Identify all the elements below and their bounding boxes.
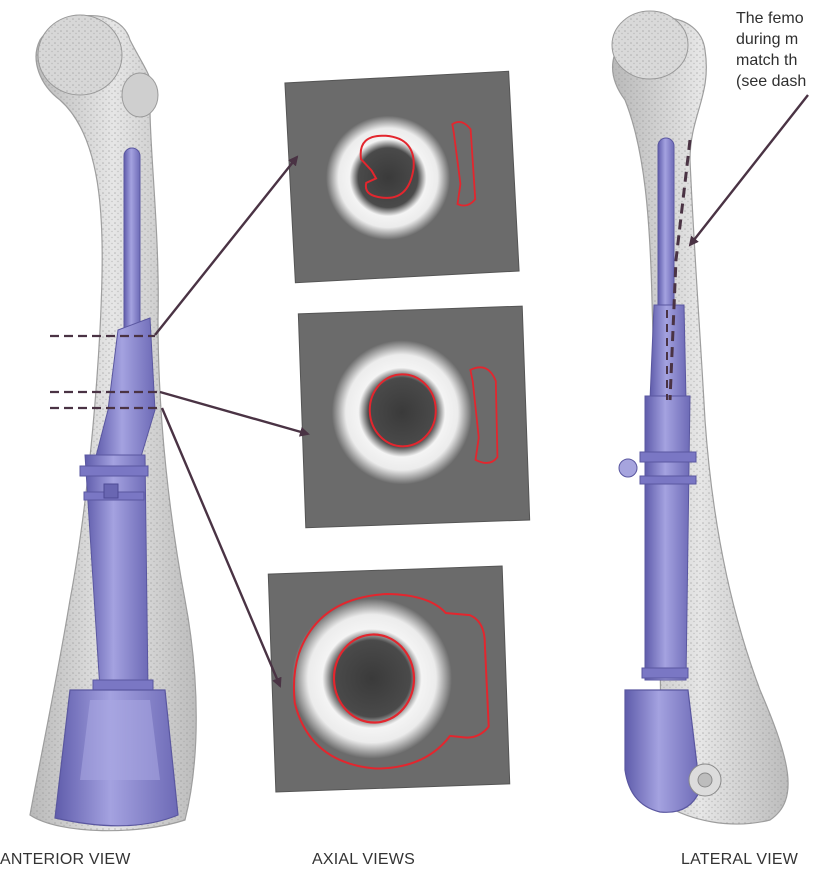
axial-view-2 bbox=[298, 306, 529, 528]
anterior-implant-stem bbox=[124, 148, 140, 338]
annotation-line-4: (see dash bbox=[736, 71, 823, 92]
axial-view-1 bbox=[285, 71, 519, 282]
annotation-arrow bbox=[690, 95, 808, 245]
arrow-to-axial-1 bbox=[155, 157, 297, 335]
axial-view-3 bbox=[268, 566, 509, 792]
anterior-view-caption: ANTERIOR VIEW bbox=[0, 851, 131, 869]
lateral-view-caption: LATERAL VIEW bbox=[681, 851, 798, 869]
lateral-implant-body bbox=[645, 396, 690, 680]
lateral-implant-lug bbox=[619, 459, 637, 477]
annotation-line-1: The femo bbox=[736, 8, 823, 29]
annotation-line-2: during m bbox=[736, 29, 823, 50]
lateral-implant-stem bbox=[658, 138, 674, 318]
anterior-implant-collar bbox=[80, 466, 148, 476]
annotation-line-3: match th bbox=[736, 50, 823, 71]
anterior-trochanter bbox=[122, 73, 158, 117]
lateral-implant-knee bbox=[625, 690, 700, 812]
lateral-femur bbox=[612, 11, 788, 824]
axial-views-caption: AXIAL VIEWS bbox=[312, 851, 415, 869]
arrow-to-axial-2 bbox=[160, 392, 308, 434]
annotation-text: The femo during m match th (see dash bbox=[736, 8, 823, 92]
anterior-femur bbox=[30, 15, 196, 831]
